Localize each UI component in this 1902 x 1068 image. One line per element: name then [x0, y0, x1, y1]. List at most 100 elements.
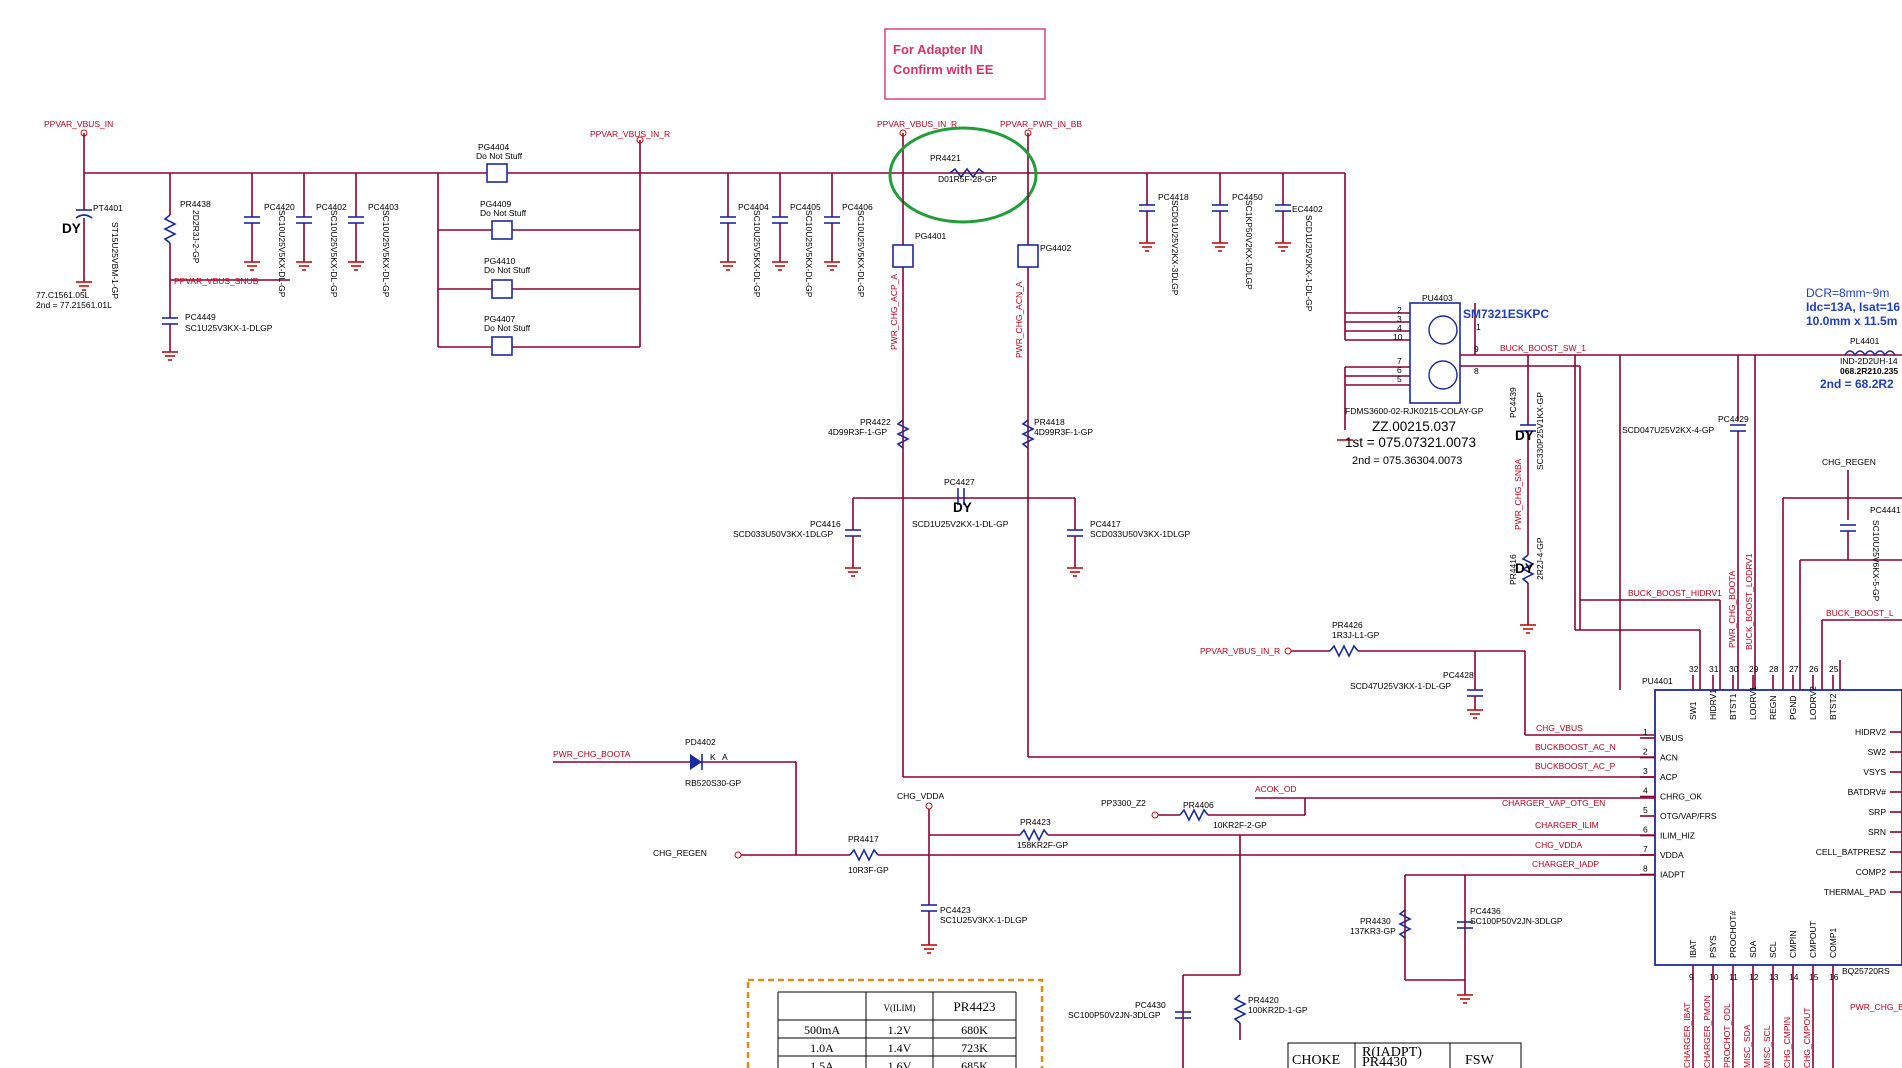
ic-pin-number: 5 [1643, 805, 1648, 815]
pg4409-ref: PG4409 [480, 199, 511, 209]
pu4403-1st: 1st = 075.07321.0073 [1345, 435, 1476, 450]
net-pwr-chg-acp-a: PWR_CHG_ACP_A [889, 274, 899, 350]
ic-left-pins: 1VBUS2ACN3ACP4CHRG_OK5OTG/VAP/FRS6ILIM_H… [1640, 727, 1717, 880]
pc4428-ref: PC4428 [1443, 670, 1474, 680]
ic-bottom-net: CHARGER_PMON [1702, 995, 1712, 1068]
net-chg-vbus: CHG_VBUS [1536, 723, 1583, 733]
ilim-cell: 500mA [804, 1023, 840, 1037]
pd4402-a: A [722, 752, 728, 762]
highlight-circle [888, 126, 1038, 224]
net-buckboost-ac-p: BUCKBOOST_AC_P [1535, 761, 1616, 771]
ic-pin-number: 7 [1643, 844, 1648, 854]
pr4426-ref: PR4426 [1332, 620, 1363, 630]
ic-pin-number: 32 [1689, 664, 1699, 674]
pl4401-ref: PL4401 [1850, 336, 1880, 346]
ic-pin-name: THERMAL_PAD [1824, 887, 1886, 897]
net-pwr-chg-boota: PWR_CHG_BOOTA [553, 749, 631, 759]
net-ppvar-vbus-in-r-3: PPVAR_VBUS_IN_R [1200, 646, 1280, 656]
pt4401-dy: DY [62, 221, 81, 236]
pc4441-ref: PC4441 [1870, 505, 1901, 515]
ic-pin-number: 30 [1729, 664, 1739, 674]
pin-9: 9 [1474, 344, 1479, 354]
ic-pin-name: BTST2 [1828, 693, 1838, 720]
pg4402-ref: PG4402 [1040, 243, 1071, 253]
pt4401-alt1: 77.C1561.05L [36, 290, 90, 300]
ilim-cell: 685K [961, 1059, 988, 1068]
pc4428-value: SCD47U25V3KX-1-DL-GP [1350, 681, 1451, 691]
pl4401-spec1: DCR=8mm~9m [1806, 286, 1889, 300]
ic-right-pins: HIDRV2SW2VSYSBATDRV#SRPSRNCELL_BATPRESZC… [1816, 727, 1902, 897]
net-buck-boost-sw-1: BUCK_BOOST_SW_1 [1500, 343, 1586, 353]
pc4449-ref: PC4449 [185, 312, 216, 322]
pr4417-ref: PR4417 [848, 834, 879, 844]
ilim-cell: 1.2V [888, 1023, 912, 1037]
pc4441-value: SC10U25V6KX-5-GP [1871, 520, 1881, 602]
ilim-cell: 680K [961, 1023, 988, 1037]
choke-table: CHOKE R(IADPT) PR4430 FSW [1287, 1042, 1522, 1068]
net-ppvar-vbus-in-r: PPVAR_VBUS_IN_R [590, 129, 670, 139]
net-pwr-chg-boota: PWR_CHG_BOOTA [1727, 570, 1737, 648]
pl4401-alt1: 068.2R210.235 [1840, 366, 1898, 376]
pin-4: 4 [1397, 323, 1402, 333]
net-acok-od: ACOK_OD [1255, 784, 1297, 794]
note-line1: For Adapter IN [893, 42, 983, 57]
pr4438-ref: PR4438 [180, 199, 211, 209]
pc4436-ref: PC4436 [1470, 906, 1501, 916]
pd4402-value: RB520S30-GP [685, 778, 742, 788]
pu4403-mosfet: 2 3 4 10 9 1 7 6 5 8 PU4403 SM7321ESKPC … [1337, 173, 1902, 467]
ic-pin-name: BATDRV# [1848, 787, 1887, 797]
pc4427-dy: DY [953, 500, 972, 515]
ic-bottom-net: CHARGER_IBAT [1682, 1003, 1692, 1068]
ic-pin-number: 26 [1809, 664, 1819, 674]
net-pwr-chg-snba: PWR_CHG_SNBA [1513, 458, 1523, 530]
ic-pin-number: 4 [1643, 786, 1648, 796]
input-caps-mid: PC4404 PC4405 PC4406 SC10U25V5KX-DL-GP S… [720, 173, 873, 298]
lower-left-circuit: PWR_CHG_BOOTA PD4402 RB520S30-GP K A CHG… [553, 737, 1655, 1068]
ilim-header: PR4423 [954, 999, 996, 1014]
ic-pin-number: 3 [1643, 766, 1648, 776]
pc4420-value: SC10U25V5KX-DL-GP [277, 210, 287, 298]
ic-bottom-pins: IBAT9PSYS10PROCHOT#11SDA12SCL13CMPIN14CM… [1682, 911, 1839, 1068]
main-rail [80, 129, 1345, 174]
ec4402-value: SCD1U25V2KX-1-DL-GP [1304, 215, 1314, 312]
output-caps: PC4418 SCD01U25V2KX-3DLGP PC4450 SC1KP50… [1139, 173, 1323, 312]
input-caps-left: PC4420 PC4402 PC4403 SC10U25V5KX-DL-GP S… [244, 173, 399, 298]
ilim-cell: 723K [961, 1041, 988, 1055]
pl4401-alt2: 2nd = 68.2R2 [1820, 377, 1894, 391]
pc4416-ref: PC4416 [810, 519, 841, 529]
ic-bottom-net: PROCHOT_ODL [1722, 1003, 1732, 1068]
ic-pin-name: SRN [1868, 827, 1886, 837]
buck-drive: PC4429 SCD047U25V2KX-4-GP BUCK_BOOST_HID… [1574, 355, 1756, 690]
pt4401: PT4401 DY ST15U25VBM-1-GP 77.C1561.05L 2… [36, 173, 123, 310]
pin-6: 6 [1397, 365, 1402, 375]
pc4420 [244, 173, 260, 271]
net-chg-vdda-top: CHG_VDDA [897, 791, 945, 801]
pin-2: 2 [1397, 305, 1402, 315]
net-charger-vap: CHARGER_VAP_OTG_EN [1502, 798, 1605, 808]
ic-pin-name: SRP [1869, 807, 1887, 817]
pc4403-value: SC10U25V5KX-DL-GP [381, 210, 391, 298]
ic-pin-name: SCL [1768, 941, 1778, 958]
snubber-4439: PC4439 SC330P25V1KX-GP DY PWR_CHG_SNBA P… [1508, 355, 1545, 634]
pr4438-snubber: PR4438 2D2R3J-2-GP PPVAR_VBUS_SNUB PC444… [162, 173, 290, 361]
ic-pin-number: 12 [1749, 972, 1759, 982]
pg4401-ref: PG4401 [915, 231, 946, 241]
ic-pin-name: VDDA [1660, 850, 1684, 860]
pc4405-value: SC10U25V5KX-DL-GP [804, 210, 814, 298]
ic-pin-name: SDA [1748, 940, 1758, 958]
ic-bottom-net: CHG_CMPIN [1782, 1017, 1792, 1068]
pg4407-dns: Do Not Stuff [484, 323, 531, 333]
pc4450-value: SC1KP50V2KX-1DLGP [1244, 200, 1254, 290]
pr4406-value: 10KR2F-2-GP [1213, 820, 1267, 830]
ic-pin-name: HIDRV1 [1708, 689, 1718, 720]
pr4417-value: 10R3F-GP [848, 865, 889, 875]
ic-pin-number: 14 [1789, 972, 1799, 982]
pg4410-ref: PG4410 [484, 256, 515, 266]
net-pwr-chg-b: PWR_CHG_B [1850, 1002, 1902, 1012]
pc4418-value: SCD01U25V2KX-3DLGP [1170, 200, 1180, 296]
ic-pin-name: VSYS [1863, 767, 1886, 777]
pr4421-ref: PR4421 [930, 153, 961, 163]
